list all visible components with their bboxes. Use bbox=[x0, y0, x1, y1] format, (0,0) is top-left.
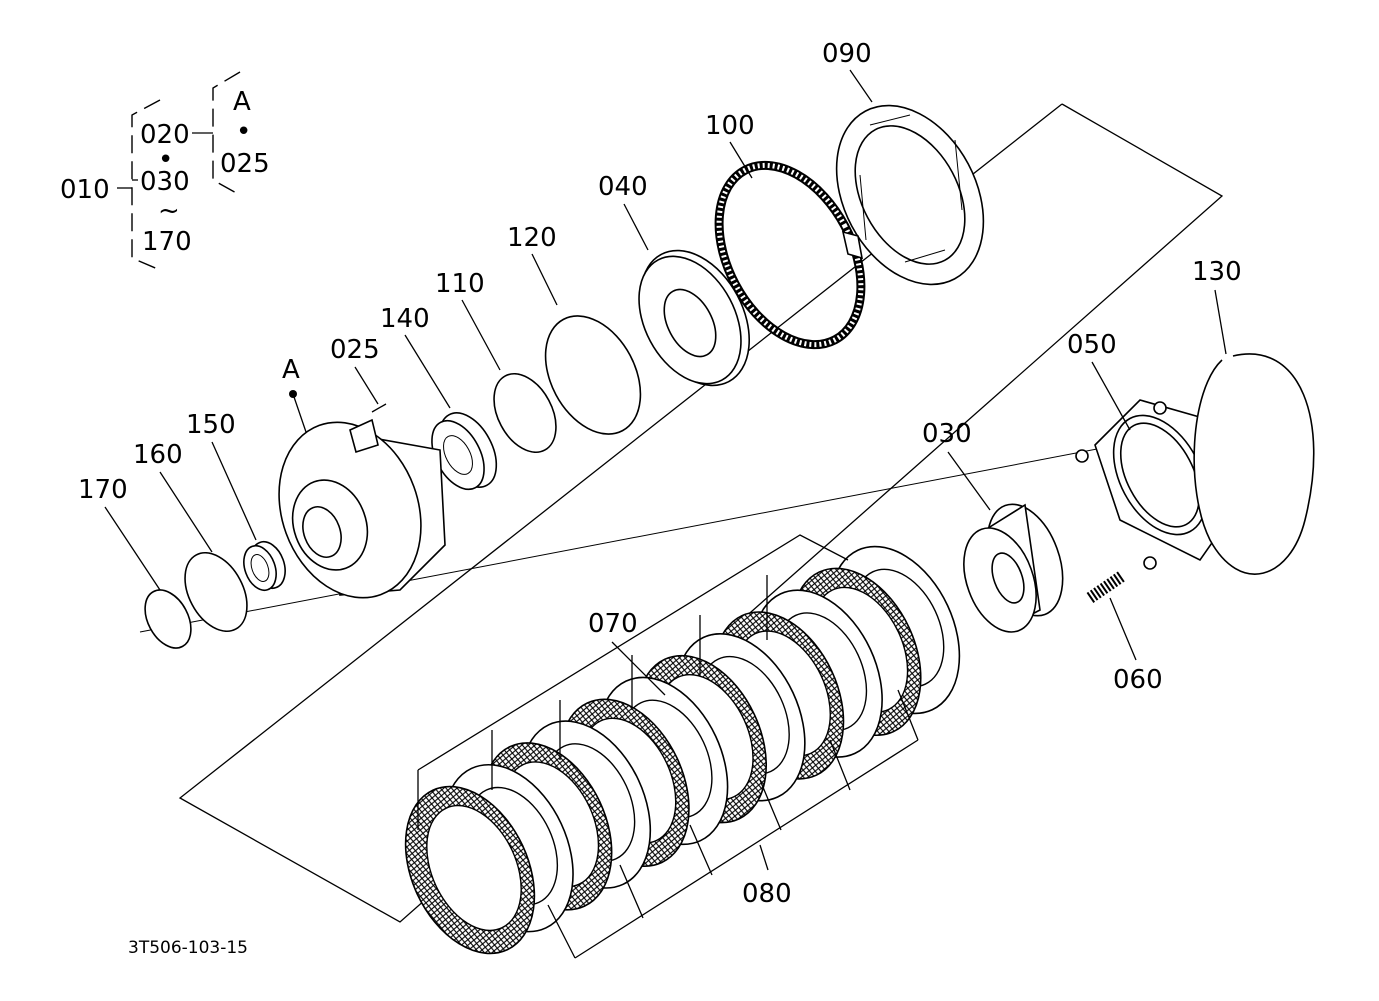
legend-member-030: 030 bbox=[140, 167, 190, 197]
part-025-pin bbox=[371, 403, 387, 413]
part-110-seal bbox=[493, 373, 557, 453]
part-040-piston bbox=[638, 249, 751, 387]
legend-sub-member-025: 025 bbox=[220, 149, 270, 179]
callout-025: 025 bbox=[330, 335, 380, 365]
callout-150: 150 bbox=[186, 410, 236, 440]
figure-code: 3T506-103-15 bbox=[128, 938, 248, 958]
part-130-snap-ring bbox=[1193, 353, 1315, 575]
clutch-disc-stack bbox=[404, 545, 961, 955]
legend-dot-1: • bbox=[158, 145, 173, 175]
part-090-plate bbox=[835, 104, 985, 286]
legend-range-symbol: ~ bbox=[158, 196, 180, 226]
callout-070: 070 bbox=[588, 609, 638, 639]
legend-dot-2: • bbox=[236, 117, 251, 147]
part-150-needle-bearing bbox=[243, 540, 286, 592]
callout-030: 030 bbox=[922, 419, 972, 449]
part-140-bearing bbox=[431, 412, 498, 491]
legend-member-170: 170 bbox=[142, 227, 192, 257]
bracket-070 bbox=[417, 534, 849, 830]
callout-080: 080 bbox=[742, 879, 792, 909]
parts-legend: 010 020 030 • ~ 170 A • 025 bbox=[60, 71, 270, 271]
callout-110: 110 bbox=[435, 269, 485, 299]
callout-090: 090 bbox=[822, 39, 872, 69]
ref-marker-a: A bbox=[282, 355, 300, 385]
callout-170: 170 bbox=[78, 475, 128, 505]
friction-disc bbox=[404, 785, 536, 955]
part-060-spring bbox=[1086, 571, 1126, 603]
callout-060: 060 bbox=[1113, 665, 1163, 695]
part-120-seal bbox=[544, 315, 642, 435]
callout-130: 130 bbox=[1192, 257, 1242, 287]
legend-member-020: 020 bbox=[140, 120, 190, 150]
callout-100: 100 bbox=[705, 111, 755, 141]
part-100-ring bbox=[714, 160, 866, 350]
part-030-hub bbox=[963, 503, 1064, 633]
clutch-drum bbox=[278, 418, 446, 599]
bracket-080 bbox=[547, 689, 919, 959]
part-170-snap-ring bbox=[144, 589, 192, 649]
callouts: 090 100 040 120 110 140 025 150 160 170 … bbox=[78, 39, 1242, 909]
part-160-snap-ring bbox=[184, 552, 248, 632]
callout-120: 120 bbox=[507, 223, 557, 253]
callout-140: 140 bbox=[380, 304, 430, 334]
callout-160: 160 bbox=[133, 440, 183, 470]
callout-050: 050 bbox=[1067, 330, 1117, 360]
legend-sub-ref: A bbox=[233, 87, 251, 117]
callout-040: 040 bbox=[598, 172, 648, 202]
assembly-outline bbox=[178, 103, 1224, 923]
legend-group-label: 010 bbox=[60, 175, 110, 205]
